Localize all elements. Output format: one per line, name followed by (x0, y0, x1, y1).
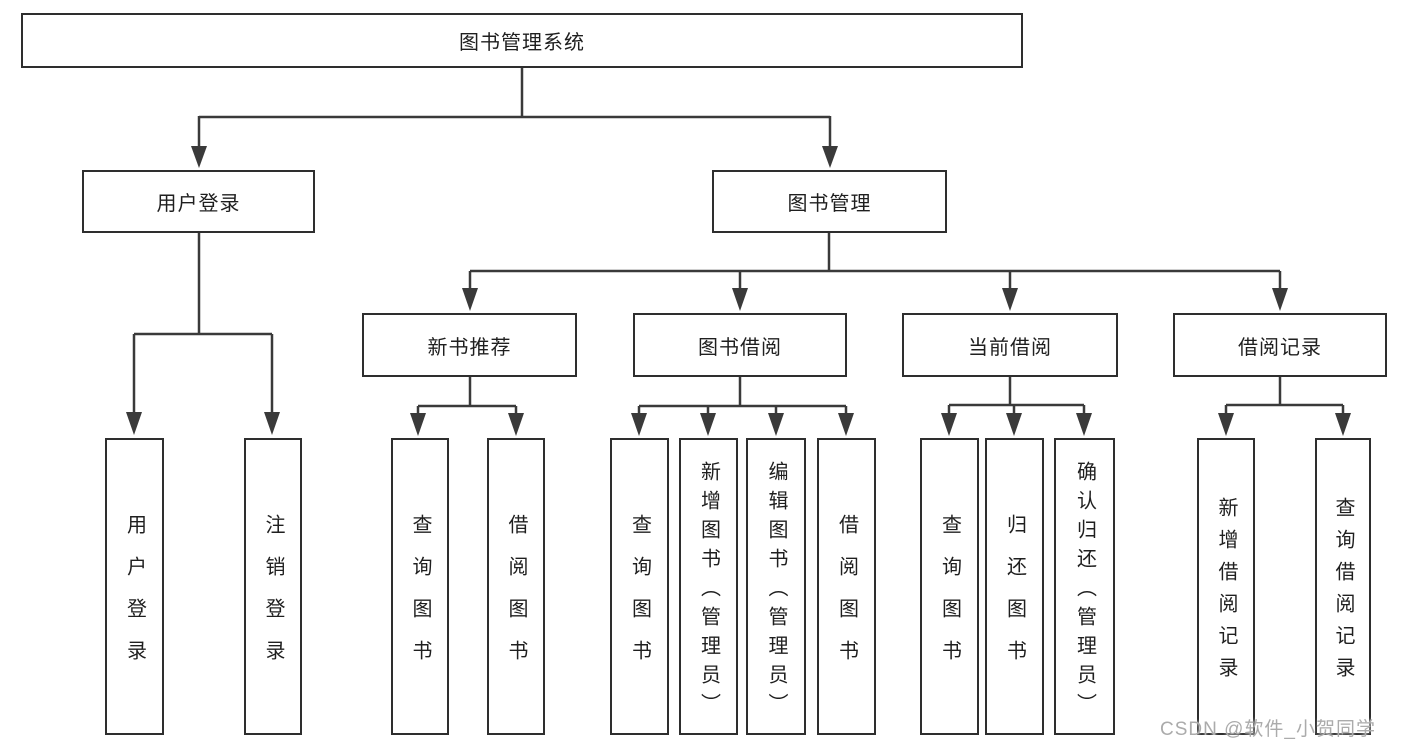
leaf-label: 查询图书 (628, 513, 651, 682)
new-book-recommendation-children-connector (416, 377, 518, 414)
arrow-down-icon (1006, 413, 1022, 436)
node-borrowing-records-label: 借阅记录 (1238, 336, 1322, 359)
leaf-query-borrow-record: 查询借阅记录 (1315, 438, 1371, 735)
leaf-confirm-return-admin: 确认归还（管理员） (1054, 438, 1115, 735)
arrow-down-icon (822, 146, 838, 168)
node-new-book-recommendation: 新书推荐 (362, 313, 577, 377)
arrow-down-icon (1218, 413, 1234, 436)
leaf-query-books-borrowing: 查询图书 (610, 438, 669, 735)
arrow-down-icon (462, 288, 478, 311)
leaf-add-borrow-record: 新增借阅记录 (1197, 438, 1255, 735)
arrow-down-icon (1272, 288, 1288, 311)
arrow-down-icon (838, 413, 854, 436)
node-book-borrowing-label: 图书借阅 (698, 336, 782, 359)
node-new-book-recommendation-label: 新书推荐 (427, 336, 512, 359)
arrow-down-icon (1335, 413, 1351, 436)
arrow-down-icon (768, 413, 784, 436)
leaf-label: 用户登录 (123, 513, 146, 682)
arrow-down-icon (1076, 413, 1092, 436)
node-root: 图书管理系统 (21, 13, 1023, 68)
leaf-borrow-books-recommend: 借阅图书 (487, 438, 545, 735)
leaf-query-books-current: 查询图书 (920, 438, 979, 735)
arrow-down-icon (941, 413, 957, 436)
arrow-down-icon (631, 413, 647, 436)
csdn-watermark: CSDN @软件_小贺同学 (1160, 719, 1376, 740)
leaf-label: 借阅图书 (505, 513, 527, 682)
leaf-label: 借阅图书 (835, 513, 858, 682)
leaf-label: 查询图书 (938, 513, 961, 682)
leaf-label: 查询借阅记录 (1332, 496, 1354, 689)
current-borrowing-children-connector (947, 377, 1086, 414)
node-borrowing-records: 借阅记录 (1173, 313, 1387, 377)
node-current-borrowing: 当前借阅 (902, 313, 1118, 377)
node-book-management-label: 图书管理 (787, 193, 872, 215)
node-root-label: 图书管理系统 (459, 32, 585, 54)
leaf-return-books: 归还图书 (985, 438, 1044, 735)
book-borrowing-children-connector (637, 377, 848, 414)
leaf-label: 注销登录 (262, 513, 284, 682)
leaf-edit-books-admin: 编辑图书（管理员） (746, 438, 806, 735)
leaf-user-login: 用户登录 (105, 438, 164, 735)
leaf-label: 编辑图书（管理员） (765, 460, 787, 722)
book-management-children-connector (468, 233, 1282, 288)
arrow-down-icon (126, 412, 142, 435)
arrow-down-icon (732, 288, 748, 311)
leaf-query-books-recommend: 查询图书 (391, 438, 449, 735)
node-user-login-label: 用户登录 (156, 193, 241, 215)
node-current-borrowing-label: 当前借阅 (968, 336, 1052, 359)
leaf-label: 查询图书 (409, 513, 431, 682)
leaf-label: 归还图书 (1003, 513, 1026, 682)
leaf-borrow-books: 借阅图书 (817, 438, 876, 735)
arrow-down-icon (1002, 288, 1018, 311)
arrow-down-icon (508, 413, 524, 436)
node-book-borrowing: 图书借阅 (633, 313, 847, 377)
node-user-login: 用户登录 (82, 170, 315, 233)
arrow-down-icon (410, 413, 426, 436)
arrow-down-icon (700, 413, 716, 436)
arrow-down-icon (264, 412, 280, 435)
leaf-add-books-admin: 新增图书（管理员） (679, 438, 738, 735)
leaf-logout: 注销登录 (244, 438, 302, 735)
leaf-label: 新增图书（管理员） (697, 460, 720, 722)
leaf-label: 确认归还（管理员） (1073, 460, 1096, 722)
root-to-level2-connector (197, 68, 832, 148)
leaf-label: 新增借阅记录 (1215, 496, 1237, 689)
borrowing-records-children-connector (1224, 377, 1345, 414)
user-login-children-connector (132, 233, 274, 413)
node-book-management: 图书管理 (712, 170, 947, 233)
arrow-down-icon (191, 146, 207, 168)
